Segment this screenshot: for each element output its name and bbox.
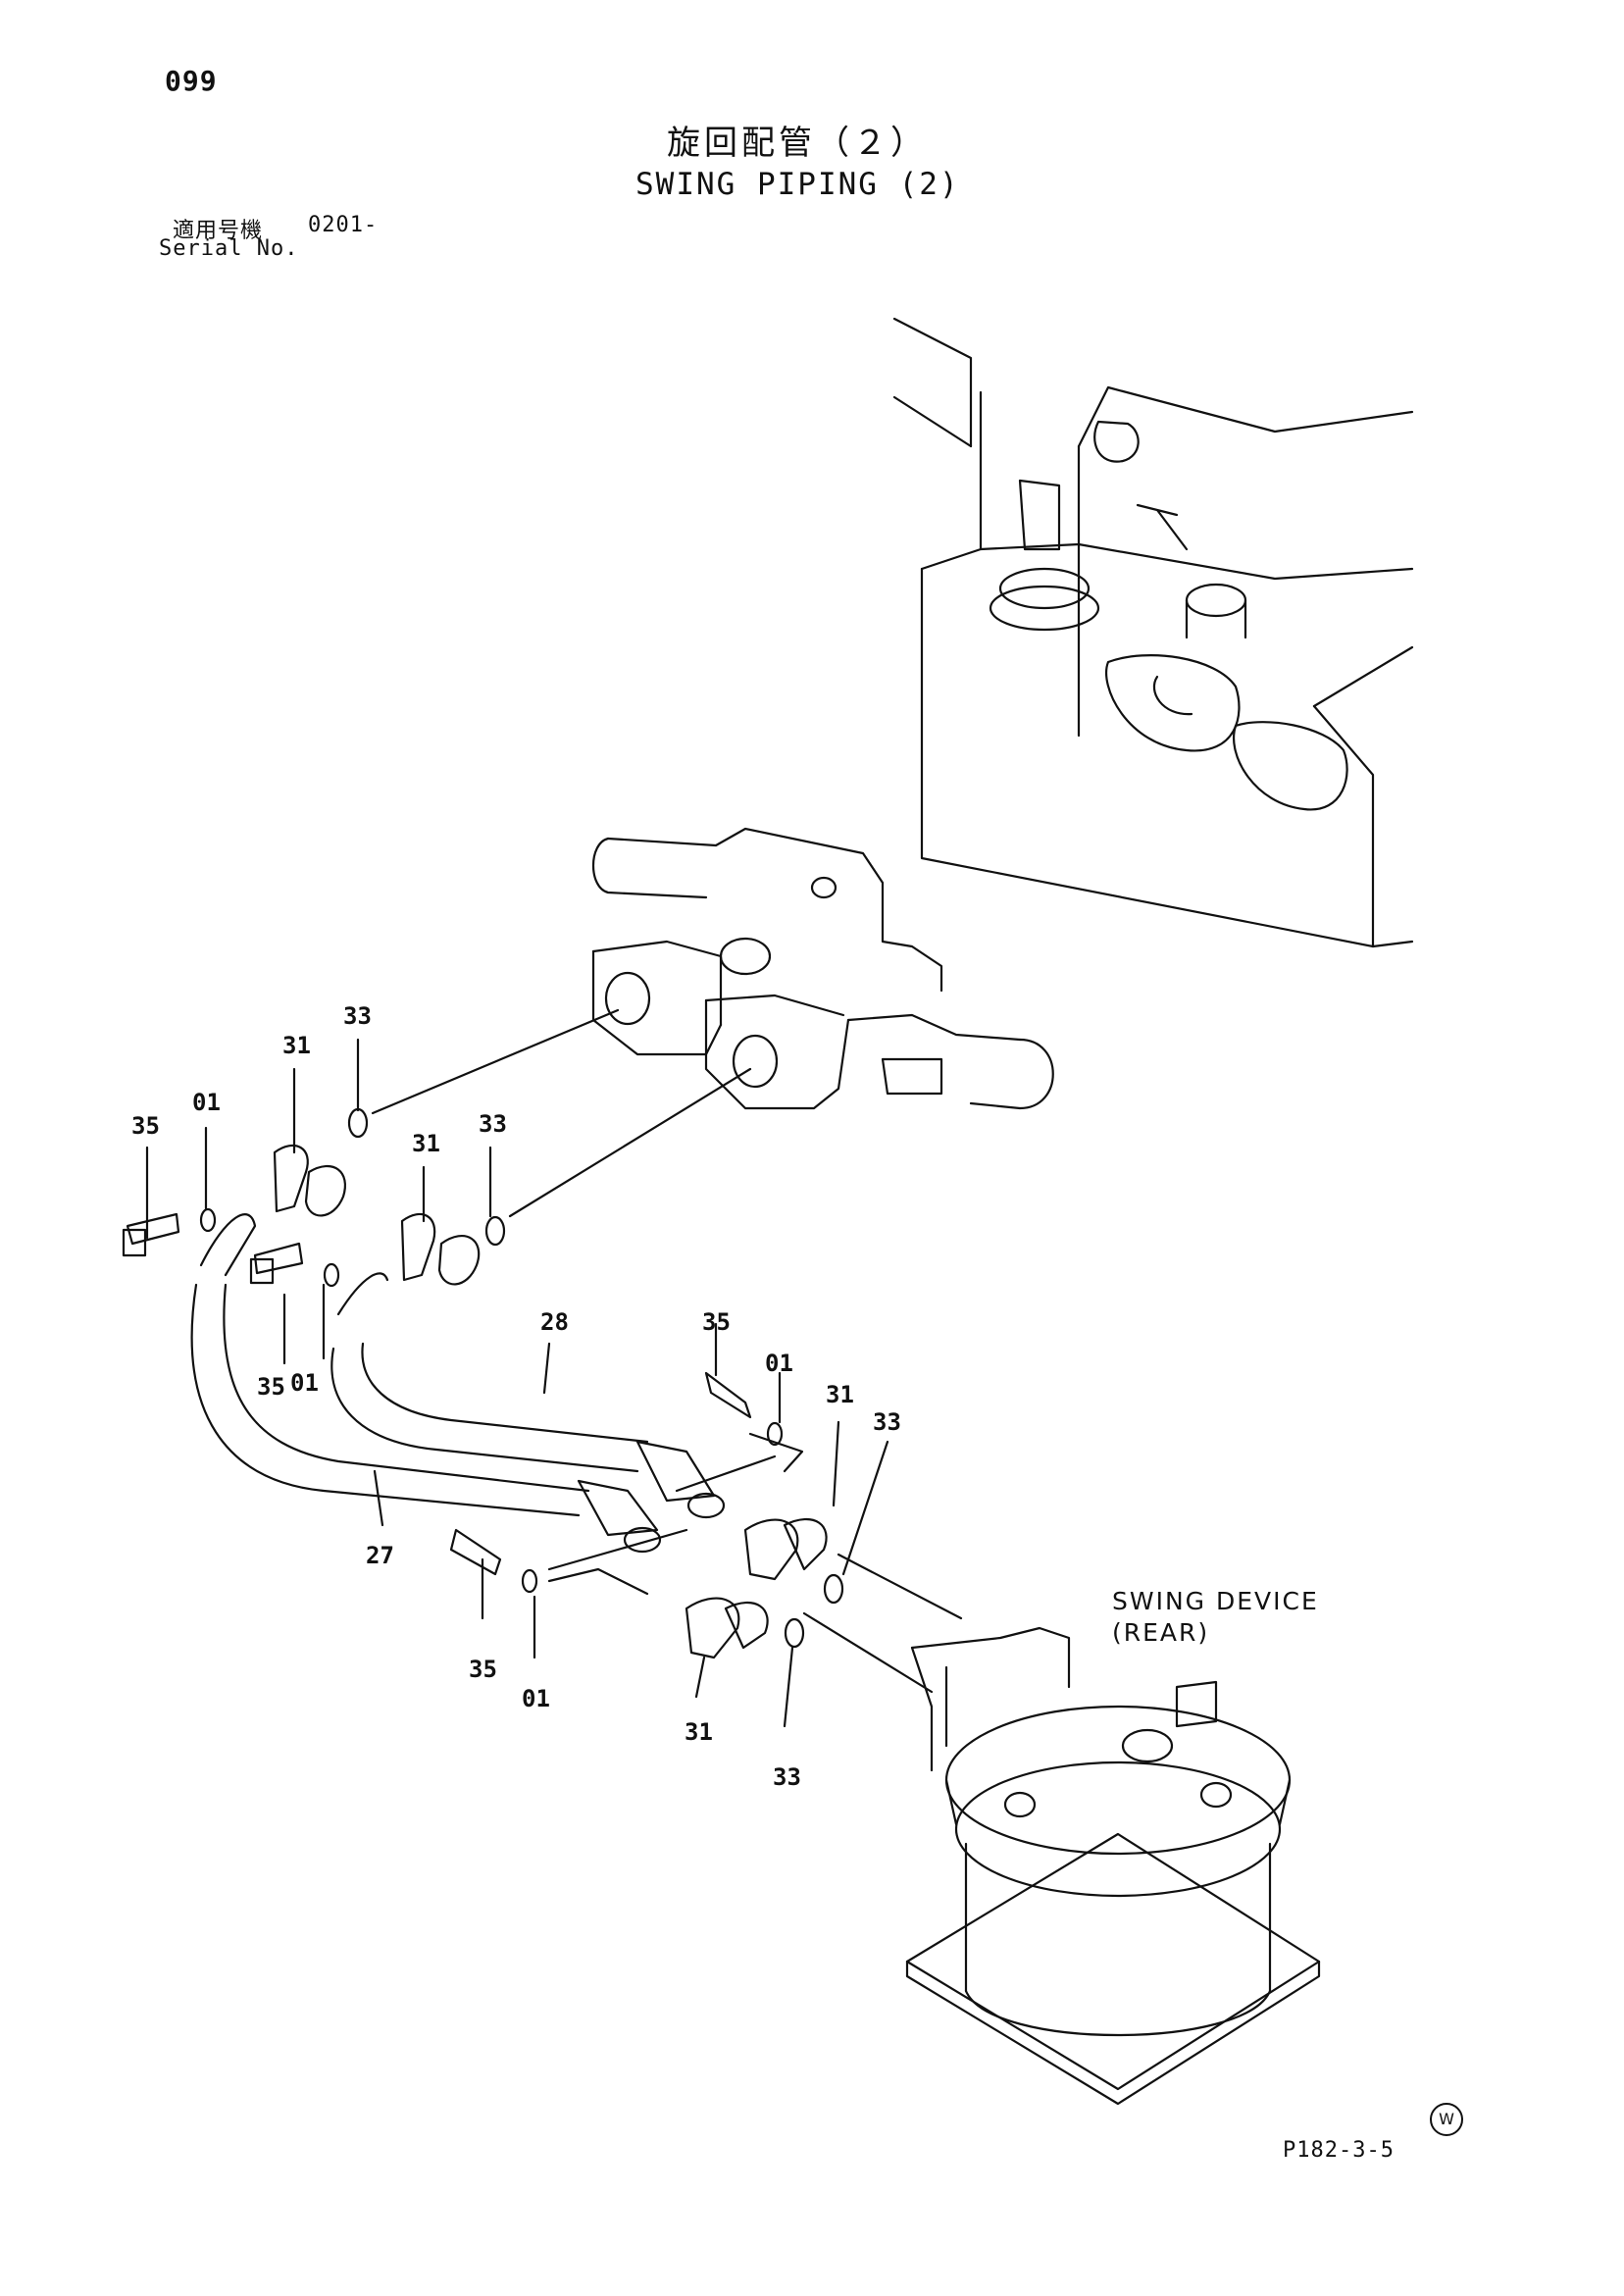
callout-01: 01 — [765, 1350, 793, 1377]
callout-01: 01 — [290, 1369, 319, 1397]
callout-33: 33 — [773, 1763, 801, 1791]
callout-35: 35 — [257, 1373, 285, 1401]
callout-33: 33 — [343, 1002, 372, 1030]
title-english: SWING PIPING (2) — [635, 167, 960, 202]
lower-flange-set — [449, 1371, 844, 1659]
callout-35: 35 — [131, 1112, 160, 1140]
callout-33: 33 — [479, 1110, 507, 1138]
title-japanese: 旋回配管（２） — [667, 124, 928, 163]
callout-31: 31 — [685, 1718, 713, 1746]
leader-lines — [371, 1008, 963, 1694]
serial-number-value: 0201- — [308, 213, 379, 237]
callout-31: 31 — [826, 1381, 854, 1408]
callout-31: 31 — [412, 1130, 440, 1157]
callout-28: 28 — [540, 1308, 569, 1336]
callout-31: 31 — [282, 1032, 311, 1059]
callout-01: 01 — [522, 1685, 550, 1712]
hose-27 — [190, 1213, 662, 1554]
upper-frame-assembly — [892, 317, 1414, 948]
swing-device-sublabel: (REAR) — [1112, 1618, 1210, 1647]
swing-device-label: SWING DEVICE — [1112, 1587, 1319, 1615]
hose-28 — [330, 1272, 726, 1519]
control-valve-block — [591, 827, 1054, 1110]
figure-code: P182-3-5 — [1283, 2138, 1395, 2163]
callout-35: 35 — [469, 1656, 497, 1683]
page-number: 099 — [165, 65, 218, 97]
callout-27: 27 — [366, 1542, 394, 1569]
swing-device-rear — [905, 1626, 1321, 2106]
callout-01: 01 — [192, 1089, 221, 1116]
corner-mark: W — [1430, 2103, 1463, 2136]
callout-33: 33 — [873, 1408, 901, 1436]
upper-flange-set — [122, 1107, 506, 1288]
serial-label-english: Serial No. — [159, 236, 299, 261]
callout-leaders — [145, 1038, 889, 1728]
callout-35: 35 — [702, 1308, 731, 1336]
serial-label-japanese: 適用号機 — [173, 219, 264, 243]
